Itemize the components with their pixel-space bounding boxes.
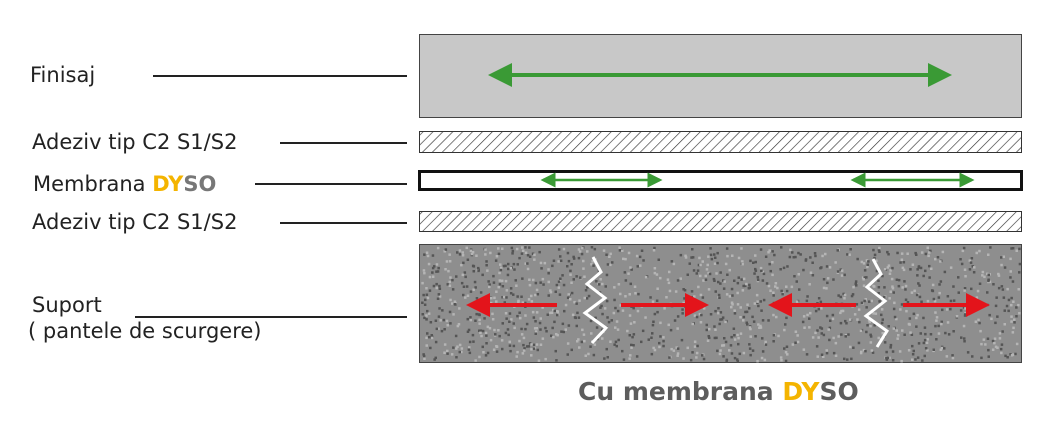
leader-line-adhesive-bottom — [280, 222, 407, 224]
label-support-note: ( pantele de scurgere) — [28, 319, 262, 343]
caption-brand-dy: DY — [782, 377, 820, 406]
label-adhesive-bottom: Adeziv tip C2 S1/S2 — [32, 210, 238, 234]
leader-line-finish — [153, 75, 407, 77]
crack-icon-right — [863, 258, 890, 348]
caption-brand-so: SO — [819, 377, 859, 406]
leader-line-support — [135, 316, 407, 318]
leader-line-adhesive-top — [280, 142, 407, 144]
leader-line-membrane — [255, 183, 407, 185]
brand-dy: DY — [152, 172, 184, 196]
adhesive-layer-bottom — [419, 211, 1022, 232]
brand-so: SO — [183, 172, 217, 196]
concrete-texture — [421, 246, 1022, 363]
membrane-label-text: Membrana — [33, 172, 146, 196]
crack-icon-left — [582, 256, 609, 345]
label-support: Suport — [32, 293, 102, 317]
caption: Cu membrana DYSO — [578, 377, 859, 406]
caption-text: Cu membrana — [578, 377, 774, 406]
label-adhesive-top: Adeziv tip C2 S1/S2 — [32, 130, 238, 154]
label-membrane: Membrana DYSO — [33, 172, 216, 196]
adhesive-layer-top — [419, 131, 1022, 153]
label-finish: Finisaj — [30, 63, 96, 87]
